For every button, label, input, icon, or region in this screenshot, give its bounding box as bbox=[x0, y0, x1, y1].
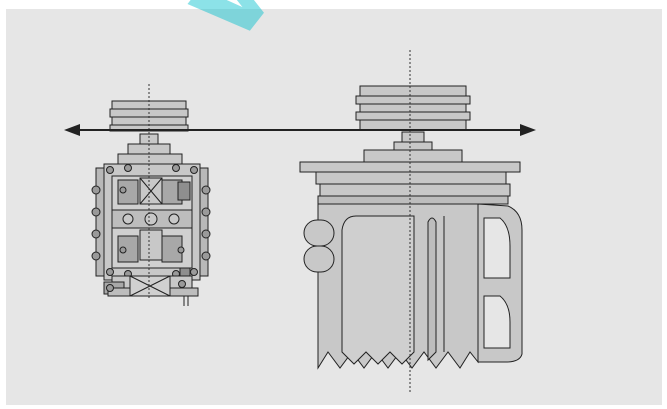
right-cap bbox=[393, 141, 433, 151]
right-inner-panel bbox=[341, 215, 415, 365]
compact-unit bbox=[91, 84, 211, 306]
right-handle-window-bottom bbox=[483, 295, 511, 349]
left-collar bbox=[117, 153, 183, 165]
left-neck bbox=[139, 133, 159, 145]
right-hub bbox=[363, 149, 463, 163]
right-side-pipes bbox=[303, 219, 335, 273]
left-bolts bbox=[91, 164, 211, 278]
right-slot bbox=[427, 217, 437, 362]
right-plate-4 bbox=[317, 195, 509, 205]
right-bellows bbox=[355, 85, 471, 131]
left-base bbox=[103, 275, 199, 297]
double-headed-arrow bbox=[64, 124, 536, 136]
right-plate-3 bbox=[319, 183, 511, 197]
right-plate-2 bbox=[315, 171, 507, 185]
right-neck bbox=[401, 131, 425, 143]
left-body bbox=[95, 163, 209, 306]
large-unit bbox=[299, 50, 523, 392]
arrow-head-left bbox=[64, 124, 80, 136]
right-handle-window-top bbox=[483, 217, 511, 279]
arrow-head-right bbox=[520, 124, 536, 136]
